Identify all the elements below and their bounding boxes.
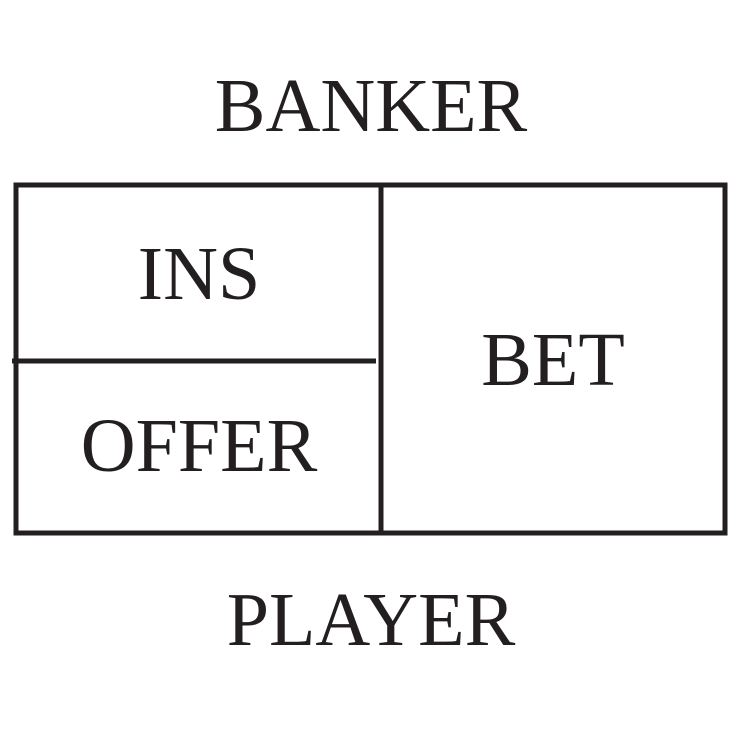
insurance-area-label: INS	[137, 232, 261, 316]
offer-area-label: OFFER	[80, 404, 318, 488]
banker-label: BANKER	[214, 64, 528, 148]
player-label: PLAYER	[226, 578, 516, 662]
bet-area-label: BET	[481, 318, 625, 402]
